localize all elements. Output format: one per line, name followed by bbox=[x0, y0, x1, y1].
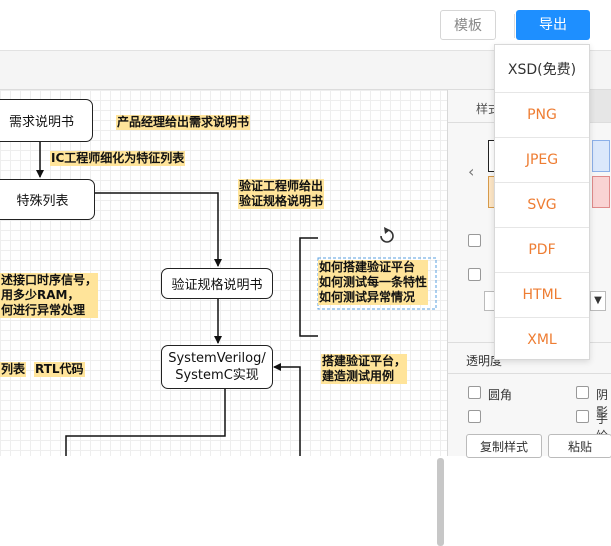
edge-feature-to-spec bbox=[95, 192, 222, 267]
chevron-down-icon[interactable]: ▼ bbox=[590, 291, 606, 311]
export-xml[interactable]: XML bbox=[495, 317, 589, 362]
rounded-checkbox[interactable] bbox=[468, 386, 481, 399]
note-interface-timing[interactable]: 述接口时序信号， 用多少RAM， 何进行异常处理 bbox=[0, 273, 99, 318]
top-bar: 模板 导出 bbox=[0, 0, 611, 50]
rounded-label: 圆角 bbox=[488, 388, 513, 402]
note-interface-line2: 用多少RAM， bbox=[1, 288, 80, 302]
edge-impl-out bbox=[65, 389, 226, 456]
annotation-bracket bbox=[299, 237, 318, 337]
paste-style-button[interactable]: 粘贴 bbox=[548, 434, 611, 458]
node-systemverilog-impl[interactable]: SystemVerilog/ SystemC实现 bbox=[161, 345, 273, 389]
node-requirements[interactable]: 需求说明书 bbox=[0, 99, 93, 142]
panel-divider-3 bbox=[448, 373, 611, 374]
export-pdf[interactable]: PDF bbox=[495, 227, 589, 272]
export-menu: XSD(免费) PNG JPEG SVG PDF HTML XML bbox=[494, 44, 590, 360]
export-html[interactable]: HTML bbox=[495, 272, 589, 317]
note-selected-line1: 如何搭建验证平台 bbox=[319, 260, 416, 274]
export-png[interactable]: PNG bbox=[495, 92, 589, 137]
note-interface-line1: 述接口时序信号， bbox=[1, 273, 98, 287]
export-xsd[interactable]: XSD(免费) bbox=[507, 62, 577, 78]
note-verif-line2: 验证规格说明书 bbox=[239, 194, 324, 208]
copy-style-button[interactable]: 复制样式 bbox=[466, 434, 542, 458]
rotate-handle-icon[interactable] bbox=[380, 227, 394, 243]
note-selected-line3: 如何测试异常情况 bbox=[319, 290, 416, 304]
note-verif-engineer[interactable]: 验证工程师给出 验证规格说明书 bbox=[238, 179, 325, 209]
sketch-checkbox[interactable] bbox=[576, 410, 589, 423]
node-sv-line2: SystemC实现 bbox=[175, 368, 259, 383]
export-svg[interactable]: SVG bbox=[495, 182, 589, 227]
chevron-left-icon[interactable]: ‹ bbox=[468, 162, 475, 181]
line-checkbox[interactable] bbox=[468, 268, 481, 281]
fill-checkbox[interactable] bbox=[468, 234, 481, 247]
export-button[interactable]: 导出 bbox=[516, 10, 590, 40]
edge-into-impl bbox=[273, 363, 301, 456]
template-button[interactable]: 模板 bbox=[440, 10, 496, 40]
glass-checkbox[interactable] bbox=[468, 410, 481, 423]
canvas-scrollbar[interactable] bbox=[437, 458, 444, 546]
note-rtl-code[interactable]: RTL代码 bbox=[34, 362, 85, 377]
panel-tab-strip[interactable] bbox=[590, 90, 611, 122]
style-swatch-blue[interactable] bbox=[592, 140, 610, 172]
note-selected-test-plan[interactable]: 如何搭建验证平台 如何测试每一条特性 如何测试异常情况 bbox=[318, 260, 429, 305]
opacity-label: 透明度 bbox=[466, 354, 503, 368]
note-build-line1: 搭建验证平台， bbox=[322, 354, 407, 368]
note-interface-line3: 何进行异常处理 bbox=[1, 303, 86, 317]
shadow-checkbox[interactable] bbox=[576, 386, 589, 399]
note-build-line2: 建造测试用例 bbox=[322, 369, 395, 383]
node-feature-list[interactable]: 特殊列表 bbox=[0, 179, 95, 220]
diagram-canvas[interactable]: 需求说明书 特殊列表 验证规格说明书 SystemVerilog/ System… bbox=[0, 90, 447, 546]
style-swatch-red[interactable] bbox=[592, 176, 610, 208]
note-build-platform[interactable]: 搭建验证平台， 建造测试用例 bbox=[321, 354, 408, 384]
node-verification-spec[interactable]: 验证规格说明书 bbox=[161, 268, 273, 299]
header-divider bbox=[514, 14, 515, 38]
shadow-label: 阴影 bbox=[596, 388, 609, 419]
note-pm-requirements[interactable]: 产品经理给出需求说明书 bbox=[116, 115, 251, 130]
note-selected-line2: 如何测试每一条特性 bbox=[319, 275, 428, 289]
note-list-fragment[interactable]: 列表 bbox=[0, 362, 27, 377]
node-sv-line1: SystemVerilog/ bbox=[168, 351, 266, 366]
export-jpeg[interactable]: JPEG bbox=[495, 137, 589, 182]
note-ic-refine[interactable]: IC工程师细化为特征列表 bbox=[50, 151, 186, 166]
note-verif-line1: 验证工程师给出 bbox=[239, 179, 324, 193]
